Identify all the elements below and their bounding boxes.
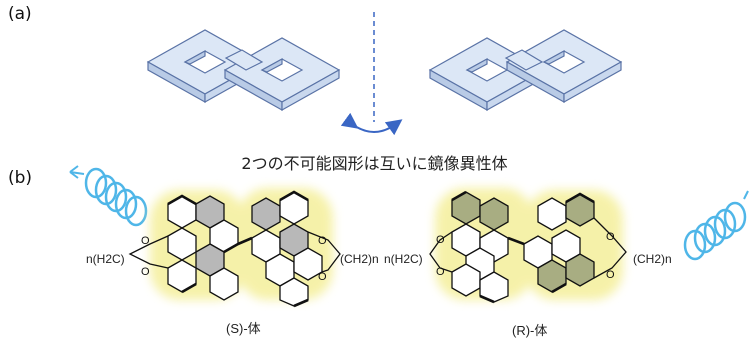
impossible-shape-left bbox=[146, 29, 341, 112]
molecule-r: O O O O bbox=[429, 188, 627, 304]
svg-text:O: O bbox=[141, 235, 150, 247]
svg-text:O: O bbox=[318, 235, 327, 247]
mirror-arrow bbox=[340, 112, 403, 136]
svg-text:O: O bbox=[141, 266, 150, 278]
label-r-isomer: (R)-体 bbox=[512, 323, 548, 338]
molecule-s: O O O O bbox=[128, 188, 341, 308]
svg-text:O: O bbox=[606, 269, 615, 281]
svg-text:O: O bbox=[606, 231, 615, 243]
chain-label-s-left: n(H2C) bbox=[86, 252, 125, 266]
svg-text:O: O bbox=[318, 271, 327, 283]
chain-label-r-right: (CH2)n bbox=[633, 252, 672, 266]
helix-right bbox=[683, 190, 749, 261]
impossible-shape-right bbox=[428, 29, 623, 112]
svg-text:O: O bbox=[436, 266, 445, 278]
label-s-isomer: (S)-体 bbox=[226, 321, 261, 336]
helix-left bbox=[69, 165, 148, 227]
chain-label-s-right: (CH2)n bbox=[340, 252, 379, 266]
panel-a-label: (a) bbox=[8, 4, 32, 24]
svg-text:O: O bbox=[436, 234, 445, 246]
chain-label-r-left: n(H2C) bbox=[384, 252, 423, 266]
panel-b-label: (b) bbox=[8, 168, 33, 188]
caption: 2つの不可能図形は互いに鏡像異性体 bbox=[241, 154, 508, 173]
